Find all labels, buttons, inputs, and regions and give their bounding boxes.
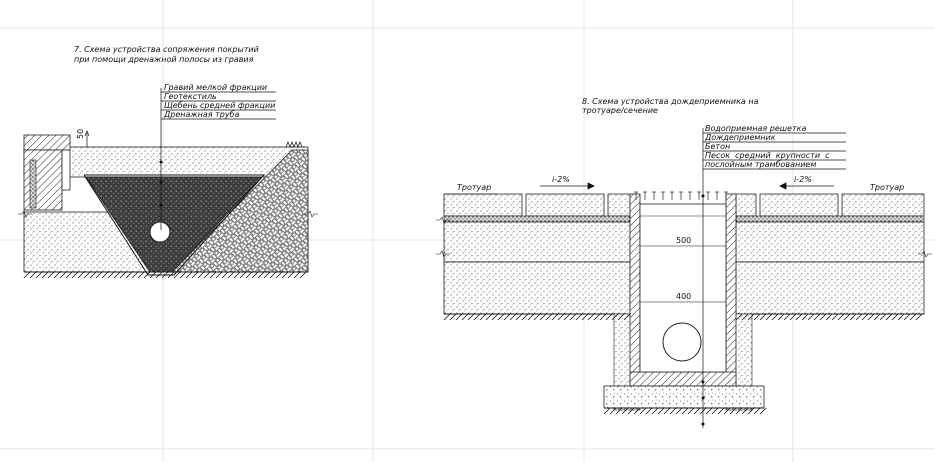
- slope-label-left: i-2%: [552, 175, 570, 184]
- drawing-2-layer-label: послойным трамбованием: [705, 160, 817, 169]
- dimension-label-500: 500: [676, 236, 692, 245]
- drawing-1-layer-label: Гравий мелкой фракции: [164, 83, 268, 92]
- drawing-1-layer-label: Дренажная труба: [164, 110, 240, 119]
- sidewalk-label-left: Тротуар: [457, 183, 492, 192]
- dimension-label-400: 400: [676, 292, 692, 301]
- drawing-1-title-line-2: при помощи дренажной полосы из гравия: [74, 55, 254, 64]
- drawing-1-layer-label: Геотекстиль: [164, 92, 217, 101]
- drawing-2-layer-label: Песок средний крупности с: [705, 151, 830, 160]
- drawing-2-title-line-2: тротуаре/сечение: [582, 106, 658, 115]
- drawing-2-section: [436, 128, 932, 428]
- drawing-2-layer-label: Бетон: [705, 142, 731, 151]
- drawing-2-title-line-1: 8. Схема устройства дождеприемника на: [582, 97, 759, 106]
- slope-label-right: i-2%: [794, 175, 812, 184]
- drawing-2-layer-label: Водоприемная решетка: [705, 124, 807, 133]
- drawing-1-layer-label: Щебень средней фракции: [164, 101, 276, 110]
- drawing-1-dimension-label: 50: [76, 128, 85, 139]
- drawing-2-layer-label: Дождеприемник: [705, 133, 776, 142]
- drawing-1-section: [18, 88, 318, 279]
- drawing-1-title-line-1: 7. Схема устройства сопряжения покрытий: [74, 45, 259, 54]
- sidewalk-label-right: Тротуар: [870, 183, 905, 192]
